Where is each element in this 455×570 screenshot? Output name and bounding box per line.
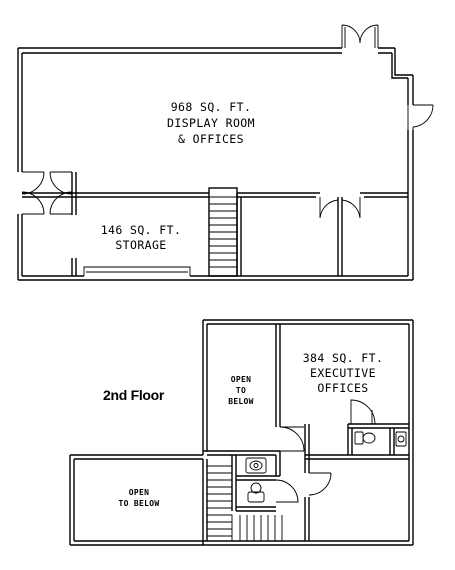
open-to-below-lower-label: OPEN TO BELOW [119, 488, 160, 508]
second-floor-fixtures [245, 431, 407, 503]
open-lower-line1: OPEN [129, 488, 149, 497]
display-room-name: DISPLAY ROOM [167, 116, 255, 130]
open-upper-line2: TO [236, 386, 246, 395]
executive-area: 384 SQ. FT. [303, 351, 384, 365]
first-floor-outer-walls [17, 47, 414, 281]
first-floor-doors [21, 24, 434, 219]
second-floor-interior-walls [202, 324, 409, 545]
storage-area: 146 SQ. FT. [101, 223, 182, 237]
open-upper-line1: OPEN [231, 375, 251, 384]
storage-label: 146 SQ. FT. STORAGE [101, 223, 182, 252]
second-floor-outer-walls [69, 319, 414, 546]
open-to-below-upper-label: OPEN TO BELOW [228, 375, 254, 406]
second-floor-plan: 2nd Floor [69, 319, 414, 546]
open-lower-line2: TO BELOW [119, 499, 160, 508]
open-upper-line3: BELOW [228, 397, 254, 406]
display-room-area: 968 SQ. FT. [171, 100, 252, 114]
second-floor-doors [275, 399, 376, 503]
display-room-offices: & OFFICES [178, 132, 244, 146]
first-floor-interior-walls [22, 192, 408, 276]
executive-offices-label: 384 SQ. FT. EXECUTIVE OFFICES [303, 351, 384, 395]
second-floor-stairs [207, 465, 283, 541]
first-floor-plan: 968 SQ. FT. DISPLAY ROOM & OFFICES 146 S… [17, 24, 434, 281]
executive-name: EXECUTIVE [310, 366, 376, 380]
first-floor-stairs [208, 187, 238, 277]
storage-name: STORAGE [115, 238, 166, 252]
executive-offices: OFFICES [317, 381, 368, 395]
second-floor-title: 2nd Floor [103, 387, 165, 403]
display-room-label: 968 SQ. FT. DISPLAY ROOM & OFFICES [167, 100, 255, 146]
